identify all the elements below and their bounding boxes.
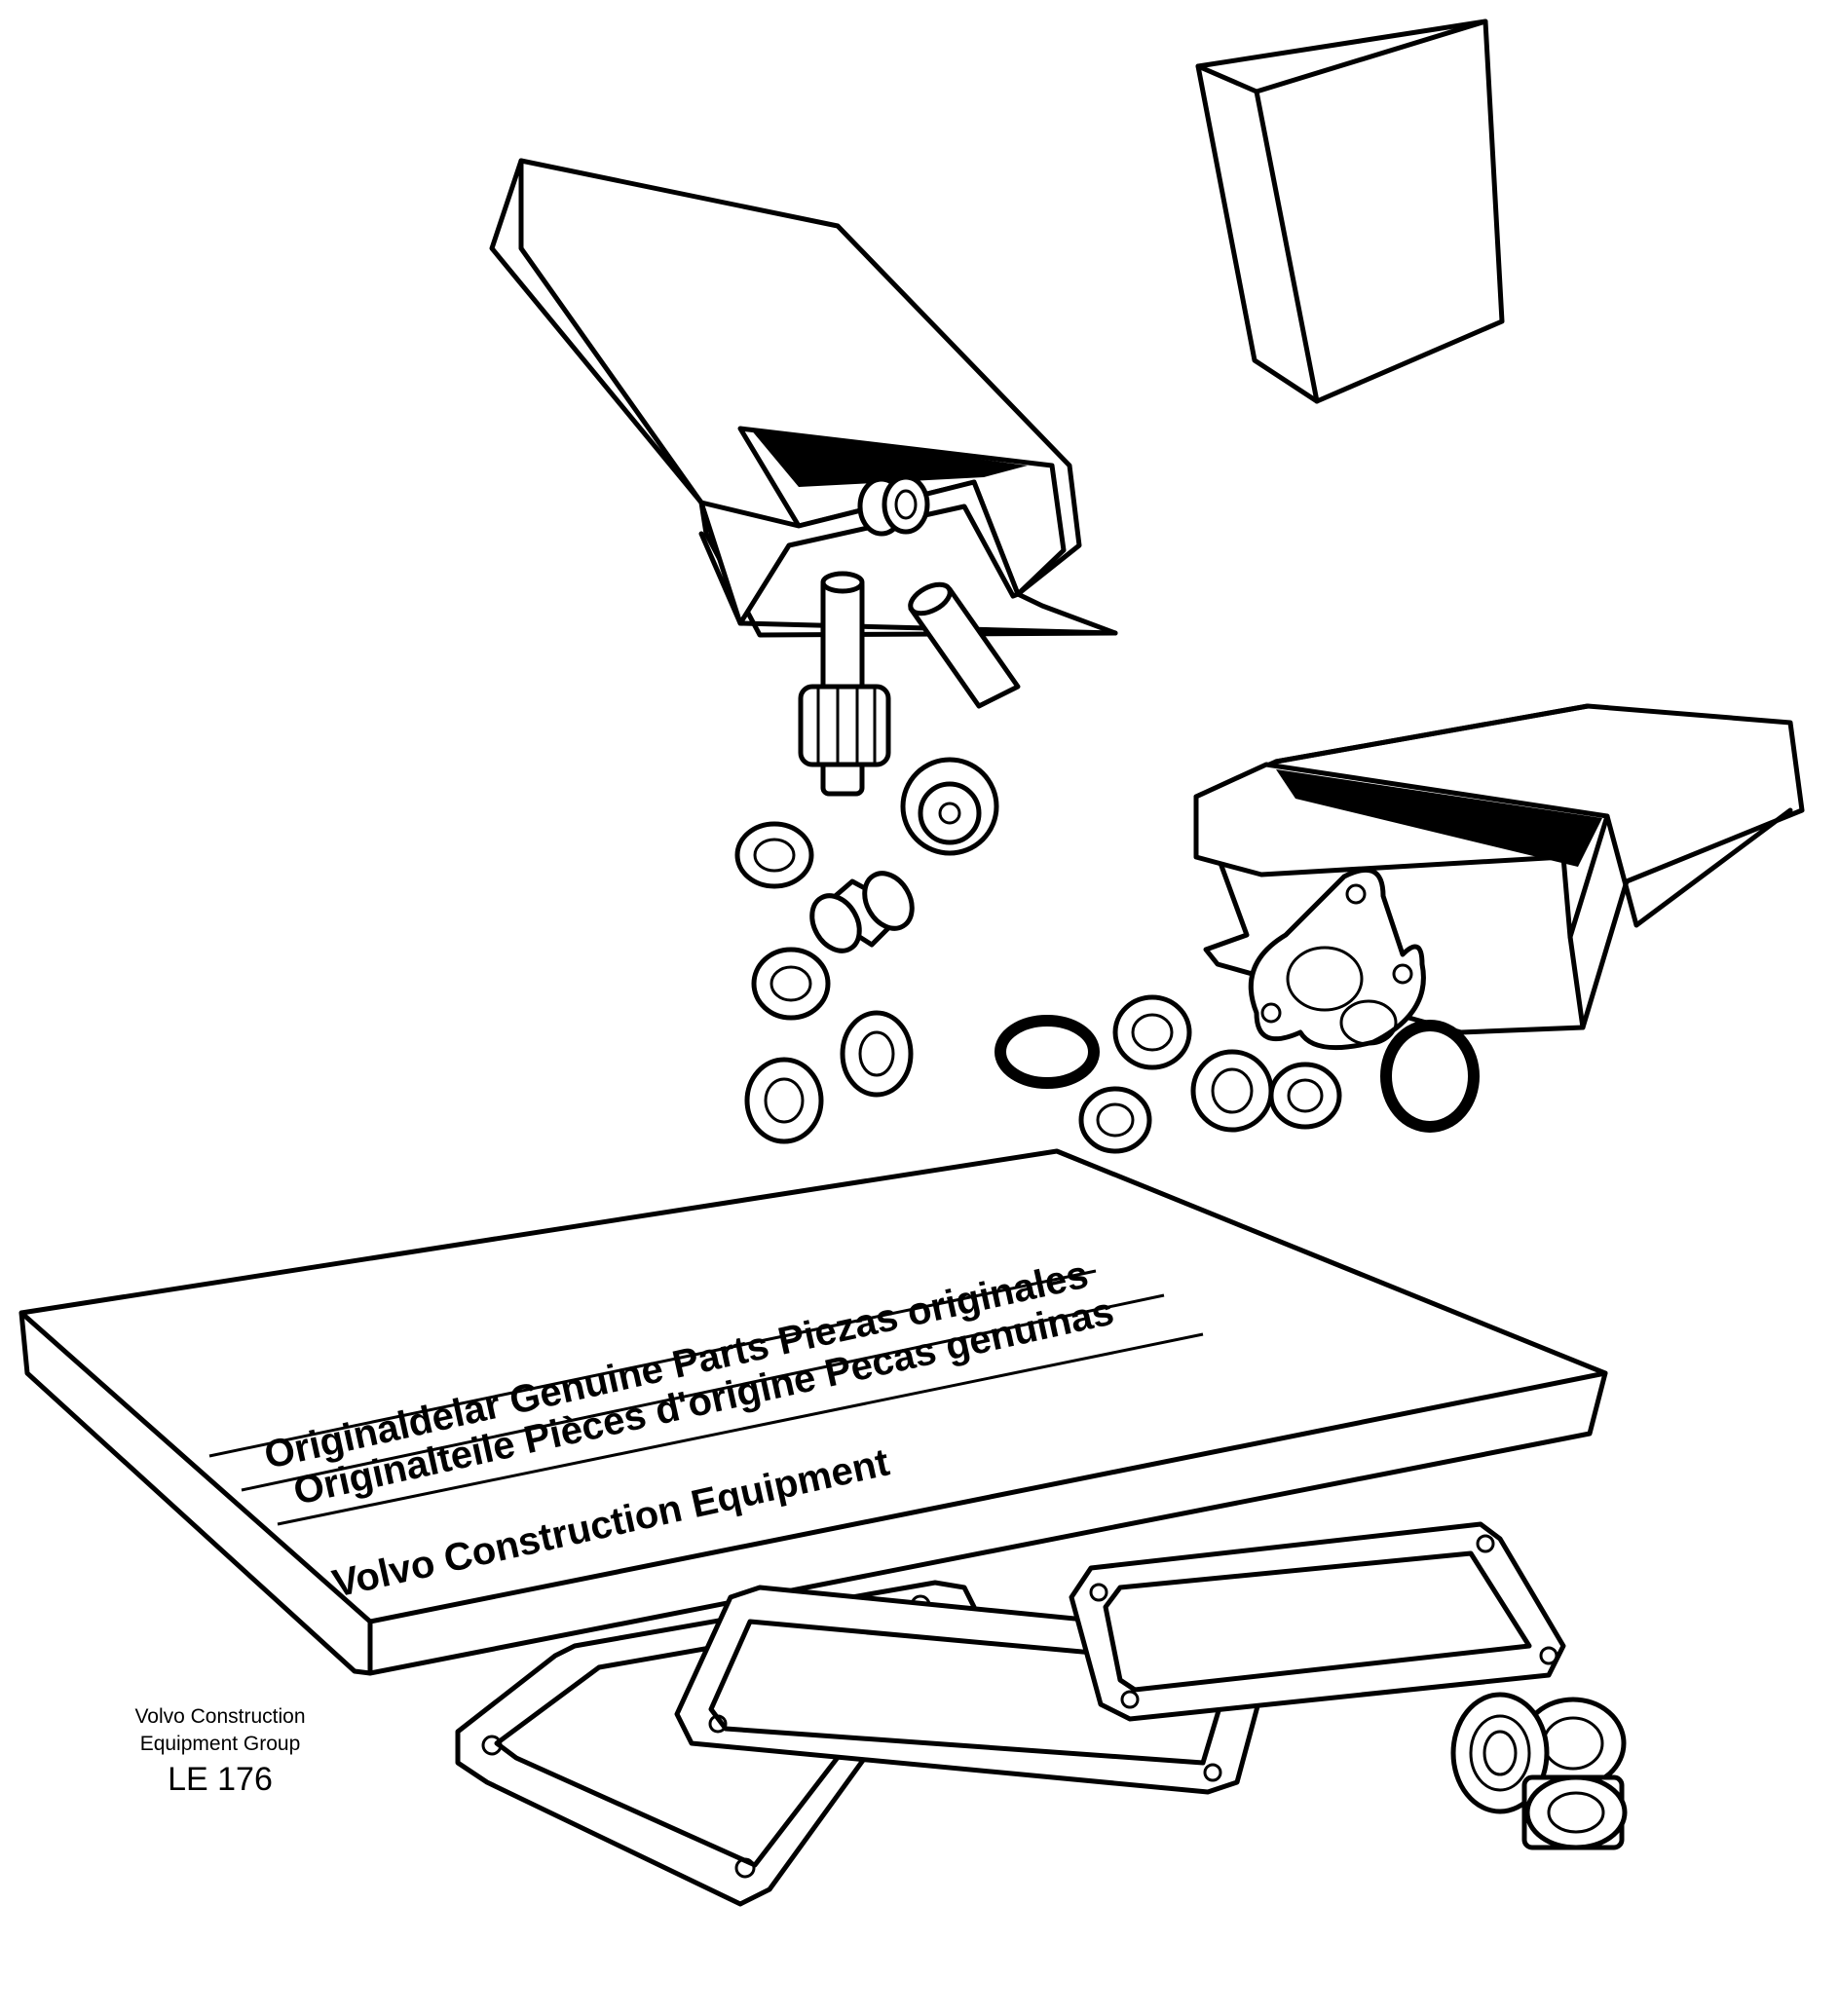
- parts-kit-package: Originaldelar Genuine Parts Piezas origi…: [19, 1148, 1608, 1676]
- bearings-part: [1450, 1692, 1628, 1850]
- cover-gasket-right: [1069, 1521, 1566, 1722]
- gear-shaft-part: [798, 571, 891, 797]
- washers-left: [734, 821, 914, 1144]
- figure-code: LE 176: [168, 1761, 273, 1798]
- flange-gasket-part: [1248, 867, 1426, 1051]
- bushing-part: [857, 474, 930, 537]
- open-parts-box-upper: [489, 158, 1118, 638]
- pin-part: [908, 581, 1021, 709]
- sleeve-part: [809, 871, 915, 953]
- washers-right: [995, 994, 1480, 1154]
- closed-parts-box: [1195, 19, 1505, 404]
- company-caption-line2: Equipment Group: [139, 1733, 301, 1755]
- company-caption-line1: Volvo Construction: [134, 1705, 306, 1728]
- gear-part: [900, 757, 999, 856]
